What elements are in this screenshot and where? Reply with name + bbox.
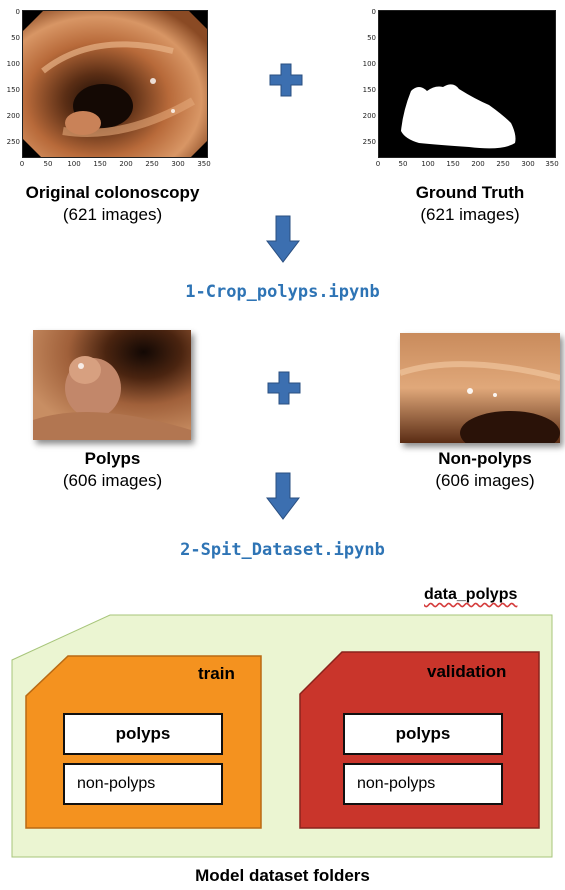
ground-truth-plot: 0 50 100 150 200 250 0 50 100 150 200 25… xyxy=(356,0,565,180)
x-tick: 100 xyxy=(421,160,435,168)
original-colonoscopy-label: Original colonoscopy (621 images) xyxy=(0,182,225,226)
ground-truth-label: Ground Truth (621 images) xyxy=(375,182,565,226)
non-polyps-title: Non-polyps xyxy=(438,449,532,468)
validation-folder-label: validation xyxy=(427,662,507,681)
plus-icon xyxy=(268,62,304,103)
y-tick: 150 xyxy=(362,86,376,94)
y-tick: 150 xyxy=(6,86,20,94)
original-colonoscopy-image xyxy=(22,10,208,158)
train-non-polyps-folder: non-polyps xyxy=(63,763,223,805)
original-colonoscopy-count: (621 images) xyxy=(62,205,163,224)
original-colonoscopy-plot: 0 50 100 150 200 250 0 50 100 150 200 25… xyxy=(0,0,215,180)
train-non-polyps-label: non-polyps xyxy=(77,775,156,792)
ground-truth-mask-image xyxy=(378,10,556,158)
x-tick: 250 xyxy=(145,160,159,168)
x-tick: 350 xyxy=(197,160,211,168)
y-tick: 250 xyxy=(362,138,376,146)
validation-polyps-label: polyps xyxy=(395,724,451,743)
y-tick: 100 xyxy=(6,60,20,68)
x-tick: 50 xyxy=(43,160,53,168)
train-polyps-folder: polyps xyxy=(63,713,223,755)
ground-truth-title: Ground Truth xyxy=(415,183,525,202)
y-tick: 200 xyxy=(362,112,376,120)
validation-polyps-folder: polyps xyxy=(343,713,503,755)
split-dataset-script: 2-Spit_Dataset.ipynb xyxy=(180,540,385,560)
x-tick: 300 xyxy=(521,160,535,168)
plus-icon xyxy=(266,370,302,411)
x-tick: 300 xyxy=(171,160,185,168)
ground-truth-count: (621 images) xyxy=(420,205,520,224)
down-arrow-icon xyxy=(265,472,301,525)
original-colonoscopy-title: Original colonoscopy xyxy=(25,183,200,202)
polyps-label: Polyps (606 images) xyxy=(30,448,195,492)
x-tick: 150 xyxy=(93,160,107,168)
polyp-photo xyxy=(33,330,191,440)
x-tick: 0 xyxy=(19,160,25,168)
x-tick: 0 xyxy=(375,160,381,168)
train-polyps-label: polyps xyxy=(115,724,171,743)
y-tick: 50 xyxy=(367,34,376,42)
y-tick: 250 xyxy=(6,138,20,146)
x-tick: 200 xyxy=(471,160,485,168)
y-tick: 100 xyxy=(362,60,376,68)
validation-non-polyps-label: non-polyps xyxy=(357,775,436,792)
x-tick: 250 xyxy=(496,160,510,168)
train-folder-label: train xyxy=(198,664,235,683)
non-polyps-count: (606 images) xyxy=(435,471,535,490)
validation-non-polyps-folder: non-polyps xyxy=(343,763,503,805)
down-arrow-icon xyxy=(265,215,301,268)
polyps-count: (606 images) xyxy=(62,471,163,490)
y-tick: 50 xyxy=(11,34,20,42)
non-polyps-label: Non-polyps (606 images) xyxy=(405,448,565,492)
crop-polyps-script: 1-Crop_polyps.ipynb xyxy=(185,282,380,302)
y-tick: 200 xyxy=(6,112,20,120)
x-tick: 150 xyxy=(446,160,460,168)
x-tick: 100 xyxy=(67,160,81,168)
non-polyp-photo xyxy=(400,333,560,443)
y-tick: 0 xyxy=(371,8,376,16)
x-tick: 50 xyxy=(398,160,408,168)
x-tick: 200 xyxy=(119,160,133,168)
figure-caption: Model dataset folders xyxy=(195,866,370,885)
x-tick: 350 xyxy=(545,160,559,168)
polyps-title: Polyps xyxy=(84,449,141,468)
y-tick: 0 xyxy=(15,8,20,16)
data-polyps-folder-label: data_polyps xyxy=(424,586,518,603)
